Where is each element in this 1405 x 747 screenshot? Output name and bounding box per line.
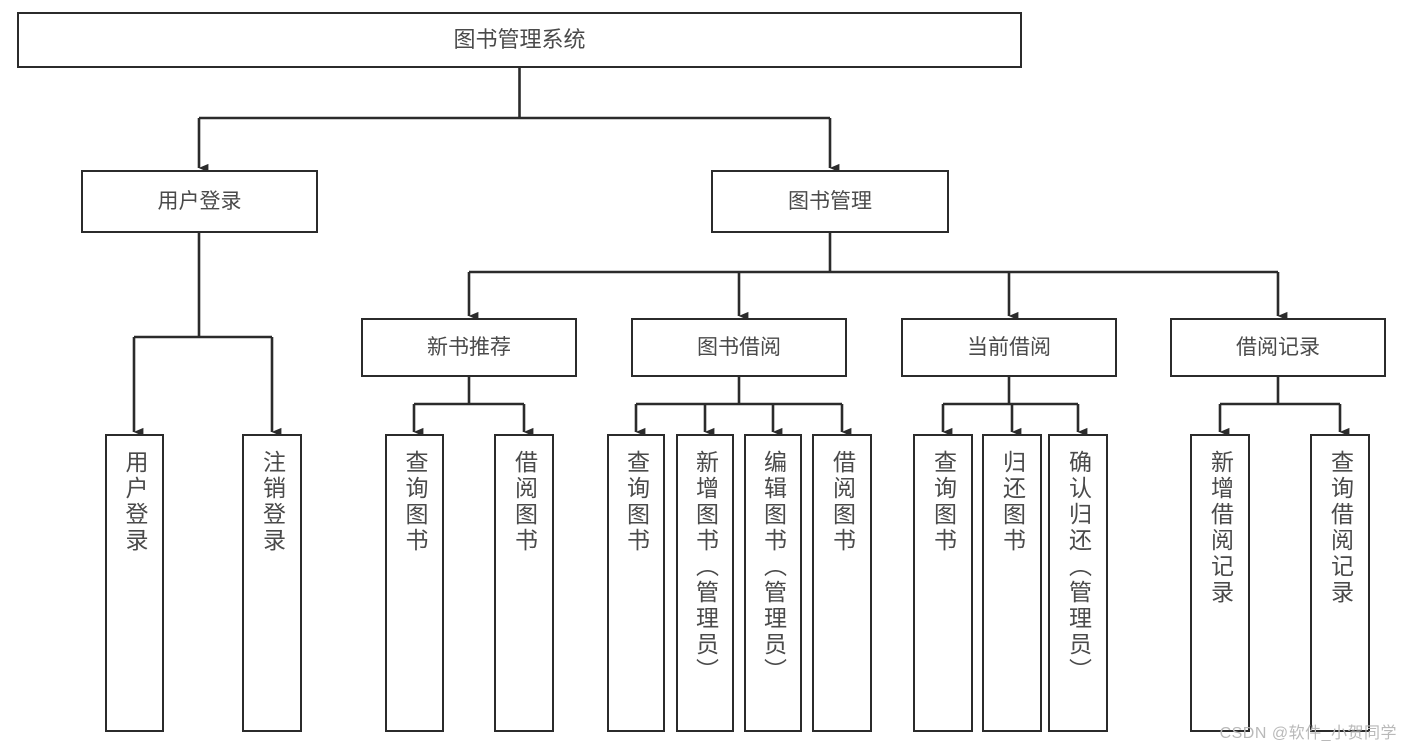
leaf-current-borrow-2[interactable]: 确认归还（管理员） <box>1048 434 1108 732</box>
leaf-book-borrow-2-label: 编辑图书（管理员） <box>760 450 787 684</box>
node-borrow-record-label: 借阅记录 <box>1236 335 1320 359</box>
leaf-user-login-0-label: 用户登录 <box>122 450 148 554</box>
leaf-borrow-record-1-label: 查询借阅记录 <box>1327 450 1354 606</box>
leaf-borrow-record-0[interactable]: 新增借阅记录 <box>1190 434 1250 732</box>
leaf-book-borrow-3-label: 借阅图书 <box>829 450 856 554</box>
node-new-book-recommend-label: 新书推荐 <box>427 335 511 359</box>
leaf-new-book-rec-1[interactable]: 借阅图书 <box>494 434 554 732</box>
node-user-login[interactable]: 用户登录 <box>81 170 318 233</box>
leaf-current-borrow-2-label: 确认归还（管理员） <box>1065 450 1092 684</box>
leaf-book-borrow-2[interactable]: 编辑图书（管理员） <box>744 434 802 732</box>
node-book-manage-label: 图书管理 <box>788 189 872 213</box>
leaf-current-borrow-0-label: 查询图书 <box>930 450 957 554</box>
node-book-manage[interactable]: 图书管理 <box>711 170 949 233</box>
leaf-new-book-rec-0[interactable]: 查询图书 <box>385 434 444 732</box>
node-current-borrow[interactable]: 当前借阅 <box>901 318 1117 377</box>
leaf-current-borrow-1-label: 归还图书 <box>999 450 1026 554</box>
leaf-borrow-record-1[interactable]: 查询借阅记录 <box>1310 434 1370 732</box>
leaf-user-login-0[interactable]: 用户登录 <box>105 434 164 732</box>
leaf-borrow-record-0-label: 新增借阅记录 <box>1207 450 1234 606</box>
leaf-book-borrow-0-label: 查询图书 <box>623 450 650 554</box>
node-root[interactable]: 图书管理系统 <box>17 12 1022 68</box>
node-borrow-record[interactable]: 借阅记录 <box>1170 318 1386 377</box>
leaf-current-borrow-1[interactable]: 归还图书 <box>982 434 1042 732</box>
leaf-book-borrow-3[interactable]: 借阅图书 <box>812 434 872 732</box>
leaf-book-borrow-0[interactable]: 查询图书 <box>607 434 665 732</box>
leaf-current-borrow-0[interactable]: 查询图书 <box>913 434 973 732</box>
leaf-user-login-1-label: 注销登录 <box>259 450 286 554</box>
node-root-label: 图书管理系统 <box>453 26 586 52</box>
node-user-login-label: 用户登录 <box>157 189 242 213</box>
node-book-borrow[interactable]: 图书借阅 <box>631 318 847 377</box>
leaf-user-login-1[interactable]: 注销登录 <box>242 434 302 732</box>
leaf-book-borrow-1-label: 新增图书（管理员） <box>692 450 719 684</box>
leaf-new-book-rec-1-label: 借阅图书 <box>511 450 538 554</box>
node-book-borrow-label: 图书借阅 <box>697 335 781 359</box>
node-current-borrow-label: 当前借阅 <box>967 335 1051 359</box>
node-new-book-recommend[interactable]: 新书推荐 <box>361 318 577 377</box>
leaf-new-book-rec-0-label: 查询图书 <box>402 450 428 554</box>
leaf-book-borrow-1[interactable]: 新增图书（管理员） <box>676 434 734 732</box>
